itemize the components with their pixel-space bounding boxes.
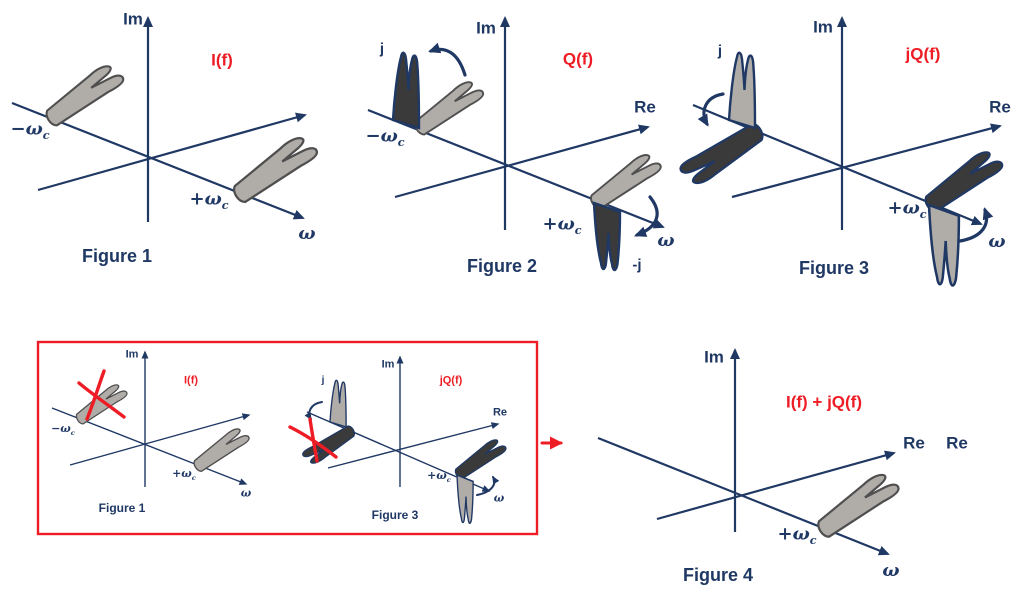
fig4-re-axis xyxy=(656,450,896,521)
inset-fig1-caption: Figure 1 xyxy=(98,501,146,515)
fig2-re-axis xyxy=(394,124,650,199)
fig3-spectrum-neg-up-grey xyxy=(727,51,757,130)
fig2-caption: Figure 2 xyxy=(466,256,538,276)
inset-fig3-re-axis xyxy=(327,422,500,469)
inset-fig3-function-label: jQ(f) xyxy=(439,374,463,387)
inset-fig1-spectrum-pos xyxy=(188,424,252,474)
inset-fig3-omega-axis-label: ω xyxy=(493,491,505,505)
fig4-omega-axis-label: ω xyxy=(882,560,900,581)
inset-fig1-re-axis xyxy=(69,413,251,466)
fig1-im-axis-label: Im xyxy=(123,9,143,29)
inset-fig1-cross-stroke-2 xyxy=(77,381,126,419)
fig3-spectrum-pos-flat-dark xyxy=(917,145,1006,216)
fig2-function-label: Q(f) xyxy=(562,49,594,69)
fig3-j-label: j xyxy=(717,42,723,60)
inset-fig3-spectrum-pos-flat-dark xyxy=(450,435,508,482)
fig4-pos-omega-c-label: +ωc xyxy=(777,523,817,548)
fig4-function-label: I(f) + jQ(f) xyxy=(785,392,863,412)
fig2-spectrum-neg-up xyxy=(391,51,421,130)
fig2-minus-j-label: -j xyxy=(632,256,642,274)
inset-fig1-spectrum-neg xyxy=(71,380,129,427)
inset-fig1-neg-omega-c-label: −ωc xyxy=(51,422,75,438)
inset-box xyxy=(36,340,539,536)
fig3-function-label: jQ(f) xyxy=(905,44,941,64)
fig1-pos-omega-c-label: +ωc xyxy=(189,188,229,213)
fig2-j-label: j xyxy=(379,40,385,58)
fig2-re-axis-label: Re xyxy=(634,97,656,117)
fig3-re-axis xyxy=(731,123,1002,199)
inset-fig3-spectrum-pos-down-grey xyxy=(456,474,474,525)
fig4-im-axis-label: Im xyxy=(704,347,724,367)
fig1-spectrum-neg-flat xyxy=(38,59,127,130)
fig2-neg-omega-c-label: −ωc xyxy=(365,125,405,150)
inset-fig3-rotation-arrow-pos xyxy=(476,475,500,496)
inset-fig3-caption: Figure 3 xyxy=(371,508,419,522)
fig4-re-axis-label: Re xyxy=(903,433,925,453)
fig2-omega-axis-label: ω xyxy=(657,230,675,251)
fig2-omega-axis xyxy=(367,108,665,229)
fig3-caption: Figure 3 xyxy=(798,258,870,278)
fig1-re-axis xyxy=(37,112,307,192)
fig3-im-axis-label: Im xyxy=(813,17,833,37)
fig4-re-axis-label-2: Re xyxy=(946,433,968,453)
fig3-omega-axis-label: ω xyxy=(988,231,1006,252)
inset-fig3-spectrum-neg-flat-dark xyxy=(300,423,360,468)
fig3-rotation-arrow-neg xyxy=(697,92,725,127)
inset-fig3-im-axis-label: Im xyxy=(381,358,395,371)
inset-fig3-pos-omega-c-label: +ωc xyxy=(427,469,451,485)
fig2-im-axis-label: Im xyxy=(476,18,496,38)
fig4-caption: Figure 4 xyxy=(682,565,754,585)
fig2-spectrum-neg-flat xyxy=(408,75,486,138)
fig2-rotation-arrow-neg xyxy=(428,42,467,77)
fig1-function-label: I(f) xyxy=(211,50,233,70)
figure4-axes xyxy=(597,348,896,556)
fig1-neg-omega-c-label: −ωc xyxy=(10,118,50,143)
fig1-caption: Figure 1 xyxy=(81,246,153,266)
fig3-spectrum-pos-down-grey xyxy=(927,203,961,287)
fig3-re-axis-label: Re xyxy=(989,97,1011,117)
inset-fig3-spectrum-neg-up-grey xyxy=(329,379,347,428)
fig4-omega-axis xyxy=(597,436,890,556)
fig3-pos-omega-c-label: +ωc xyxy=(887,197,927,222)
fig4-spectrum-pos-flat xyxy=(810,467,902,541)
inset-fig3-cross-stroke-2 xyxy=(288,425,338,459)
fig2-spectrum-pos-flat xyxy=(584,148,664,213)
fig1-spectrum-pos-flat xyxy=(225,130,321,206)
fig1-omega-axis-label: ω xyxy=(298,223,316,244)
fig2-pos-omega-c-label: +ωc xyxy=(542,213,582,238)
inset-fig1-im-axis-label: Im xyxy=(125,348,139,361)
fig2-spectrum-pos-down xyxy=(592,201,622,272)
inset-fig3-j-label: j xyxy=(321,375,325,386)
fig3-rotation-arrow-pos xyxy=(958,207,994,243)
inset-fig1-pos-omega-c-label: +ωc xyxy=(172,467,196,483)
fig3-spectrum-neg-flat-dark xyxy=(677,120,770,190)
inset-fig1-omega-axis-label: ω xyxy=(240,486,252,500)
inset-fig1-function-label: I(f) xyxy=(183,374,199,387)
inset-fig3-re-axis-label: Re xyxy=(492,406,508,419)
fig2-rotation-arrow-pos xyxy=(634,195,659,237)
